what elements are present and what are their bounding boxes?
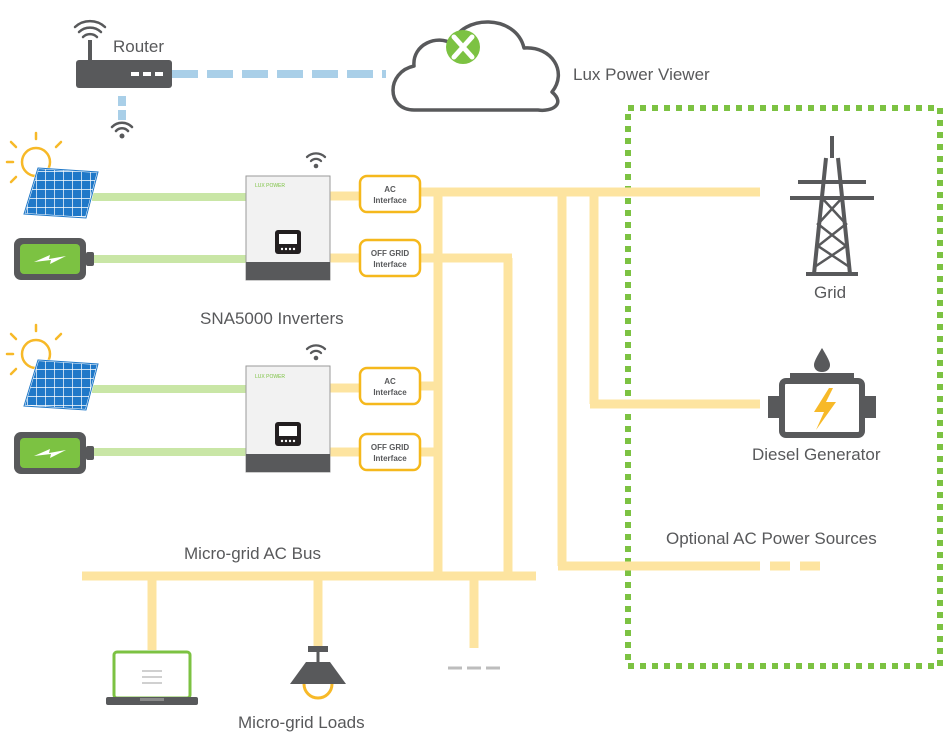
ac-interface-box: AC Interface: [358, 174, 422, 214]
network-link: [118, 70, 386, 120]
interface-label: Interface: [373, 196, 407, 205]
wifi-icon: [73, 19, 107, 39]
offgrid-interface-box: OFF GRID Interface: [358, 238, 422, 278]
inverter-icon: LUX POWER: [245, 365, 331, 473]
inverter-icon: LUX POWER: [245, 175, 331, 281]
inverter-brand: LUX POWER: [255, 374, 285, 380]
ac-interface-box: AC Interface: [358, 366, 422, 406]
wifi-icon: [305, 152, 327, 169]
inverters-label: SNA5000 Inverters: [200, 309, 344, 328]
interface-label: Interface: [373, 388, 407, 397]
router-label: Router: [113, 37, 164, 56]
battery-icon: [14, 238, 94, 280]
inverter-brand: LUX POWER: [255, 183, 285, 189]
ac-wiring: [82, 187, 820, 650]
interface-label: Interface: [373, 454, 407, 463]
router-icon: [76, 40, 172, 88]
loads-label: Micro-grid Loads: [238, 713, 365, 732]
optional-sources-label: Optional AC Power Sources: [666, 529, 877, 548]
diesel-label: Diesel Generator: [752, 445, 881, 464]
wifi-icon: [305, 344, 327, 361]
optional-sources-border: [625, 105, 943, 669]
bus-label: Micro-grid AC Bus: [184, 544, 321, 563]
lamp-icon: [290, 646, 346, 700]
interface-label: AC: [384, 185, 396, 194]
cloud-icon: [391, 20, 561, 113]
battery-icon: [14, 432, 94, 474]
laptop-icon: [106, 650, 198, 705]
grid-label: Grid: [814, 283, 846, 302]
interface-label: Interface: [373, 260, 407, 269]
solar-panel-icon: [22, 166, 100, 220]
pylon-icon: [790, 136, 874, 276]
cloud-label: Lux Power Viewer: [573, 65, 710, 84]
solar-panel-icon: [22, 358, 100, 412]
generator-icon: [768, 348, 876, 438]
interface-label: AC: [384, 377, 396, 386]
wifi-icon: [110, 121, 134, 139]
interface-label: OFF GRID: [371, 249, 409, 258]
dc-wiring: [92, 193, 246, 456]
interface-label: OFF GRID: [371, 443, 409, 452]
offgrid-interface-box: OFF GRID Interface: [358, 432, 422, 472]
